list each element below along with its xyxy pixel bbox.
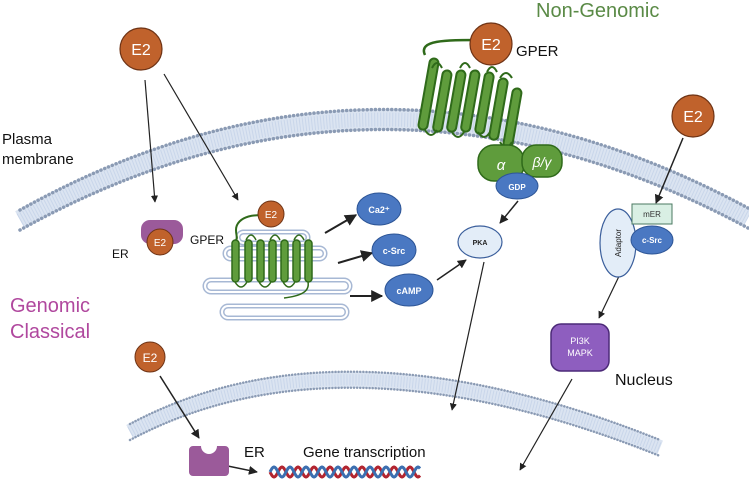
plasma-membrane bbox=[15, 107, 749, 232]
dna-strand-red bbox=[268, 465, 422, 479]
plasma-membrane-outer-heads bbox=[18, 107, 749, 212]
g-beta-gamma-label: β/γ bbox=[532, 154, 553, 170]
mer-node bbox=[631, 203, 673, 225]
e2-top-left-label: E2 bbox=[131, 42, 151, 59]
e2-gper-top-label: E2 bbox=[481, 37, 501, 54]
camp-label: cAMP bbox=[396, 286, 421, 296]
e2-cytoplasmic-er: E2 bbox=[146, 228, 174, 256]
arrow-e2-to-er bbox=[144, 79, 159, 203]
g-protein: α β/γ GDP bbox=[477, 144, 563, 200]
second-messengers: Ca2⁺ c-Src cAMP PKA bbox=[356, 192, 503, 307]
gper-top-receptor bbox=[417, 38, 523, 149]
arrow-to-csrc bbox=[337, 250, 374, 264]
er-cisterna-4 bbox=[219, 303, 350, 321]
nuclear-er bbox=[189, 446, 229, 476]
csrc-label: c-Src bbox=[383, 246, 406, 256]
genomic-title-line2: Classical bbox=[10, 321, 90, 343]
gene-transcription-label: Gene transcription bbox=[303, 444, 426, 461]
arrow-e2-to-mer bbox=[654, 137, 684, 204]
arrow-camp-to-pka bbox=[436, 259, 467, 281]
dna-double-helix bbox=[268, 465, 422, 479]
g-alpha-label: α bbox=[497, 157, 506, 174]
gper-er-label: GPER bbox=[190, 233, 224, 247]
nuclear-er-shape bbox=[189, 446, 229, 476]
non-genomic-title: Non-Genomic bbox=[536, 0, 659, 22]
g-beta-gamma-subunit bbox=[521, 144, 563, 178]
nuclear-membrane-outer-heads bbox=[128, 370, 662, 442]
arrows bbox=[144, 73, 684, 475]
plasma-membrane-tails bbox=[16, 112, 749, 227]
e2-right: E2 bbox=[671, 94, 715, 138]
arrow-e2-to-nuclear-er bbox=[159, 375, 200, 439]
arrow-to-ca bbox=[324, 214, 358, 234]
arrow-pi3k-to-dna bbox=[519, 378, 573, 471]
gper-top-label: GPER bbox=[516, 43, 559, 60]
mapk-label: MAPK bbox=[567, 348, 593, 358]
pka-label: PKA bbox=[473, 240, 488, 247]
arrow-pka-to-nucleus bbox=[449, 261, 485, 411]
e2-cytoplasmic-er-label: E2 bbox=[154, 238, 167, 249]
nuclear-membrane-inner-heads bbox=[128, 386, 662, 458]
e2-gper-er: E2 bbox=[257, 200, 285, 228]
mer-complex: Adaptor c-Src mER bbox=[599, 203, 674, 278]
pi3k-mapk-node: PI3K MAPK bbox=[550, 323, 610, 372]
e2-genomic: E2 bbox=[134, 341, 166, 373]
e2-top-left: E2 bbox=[119, 27, 163, 71]
ca-label: Ca2⁺ bbox=[368, 205, 390, 215]
nuclear-membrane bbox=[126, 370, 663, 458]
adaptor-label: Adaptor bbox=[614, 229, 623, 257]
plasma-membrane-label-line1: Plasma bbox=[2, 131, 53, 148]
gdp-label: GDP bbox=[508, 183, 526, 192]
arrow-e2-to-gper-er bbox=[163, 73, 239, 201]
genomic-title-line1: Genomic bbox=[10, 295, 90, 317]
camp-node bbox=[384, 273, 434, 307]
nucleus-label: Nucleus bbox=[615, 372, 673, 389]
pka-node bbox=[457, 225, 503, 259]
ca-node bbox=[356, 192, 402, 226]
pi3k-label: PI3K bbox=[570, 336, 590, 346]
csrc-node bbox=[371, 233, 417, 267]
gdp-node bbox=[495, 172, 539, 200]
e2-right-label: E2 bbox=[683, 109, 703, 126]
dna-strand-blue bbox=[268, 465, 422, 479]
nuclear-membrane-tails bbox=[127, 374, 663, 454]
arrow-gdp-to-pka bbox=[499, 200, 519, 224]
e2-genomic-label: E2 bbox=[143, 351, 158, 365]
cytoplasmic-er-label: ER bbox=[112, 247, 129, 261]
e2-gper-top: E2 bbox=[469, 22, 513, 66]
gper-er-receptor bbox=[231, 214, 313, 299]
plasma-membrane-inner-heads bbox=[18, 127, 749, 232]
csrc-right-label: c-Src bbox=[642, 236, 663, 245]
arrow-to-pi3k bbox=[598, 269, 623, 319]
plasma-membrane-label-line2: membrane bbox=[2, 151, 74, 168]
pi3k-mapk-box bbox=[550, 323, 610, 372]
nuclear-er-label: ER bbox=[244, 444, 265, 461]
er-cisterna-3 bbox=[202, 277, 353, 295]
mer-label: mER bbox=[643, 210, 661, 219]
csrc-right-node bbox=[630, 225, 674, 255]
e2-gper-er-label: E2 bbox=[265, 210, 278, 221]
